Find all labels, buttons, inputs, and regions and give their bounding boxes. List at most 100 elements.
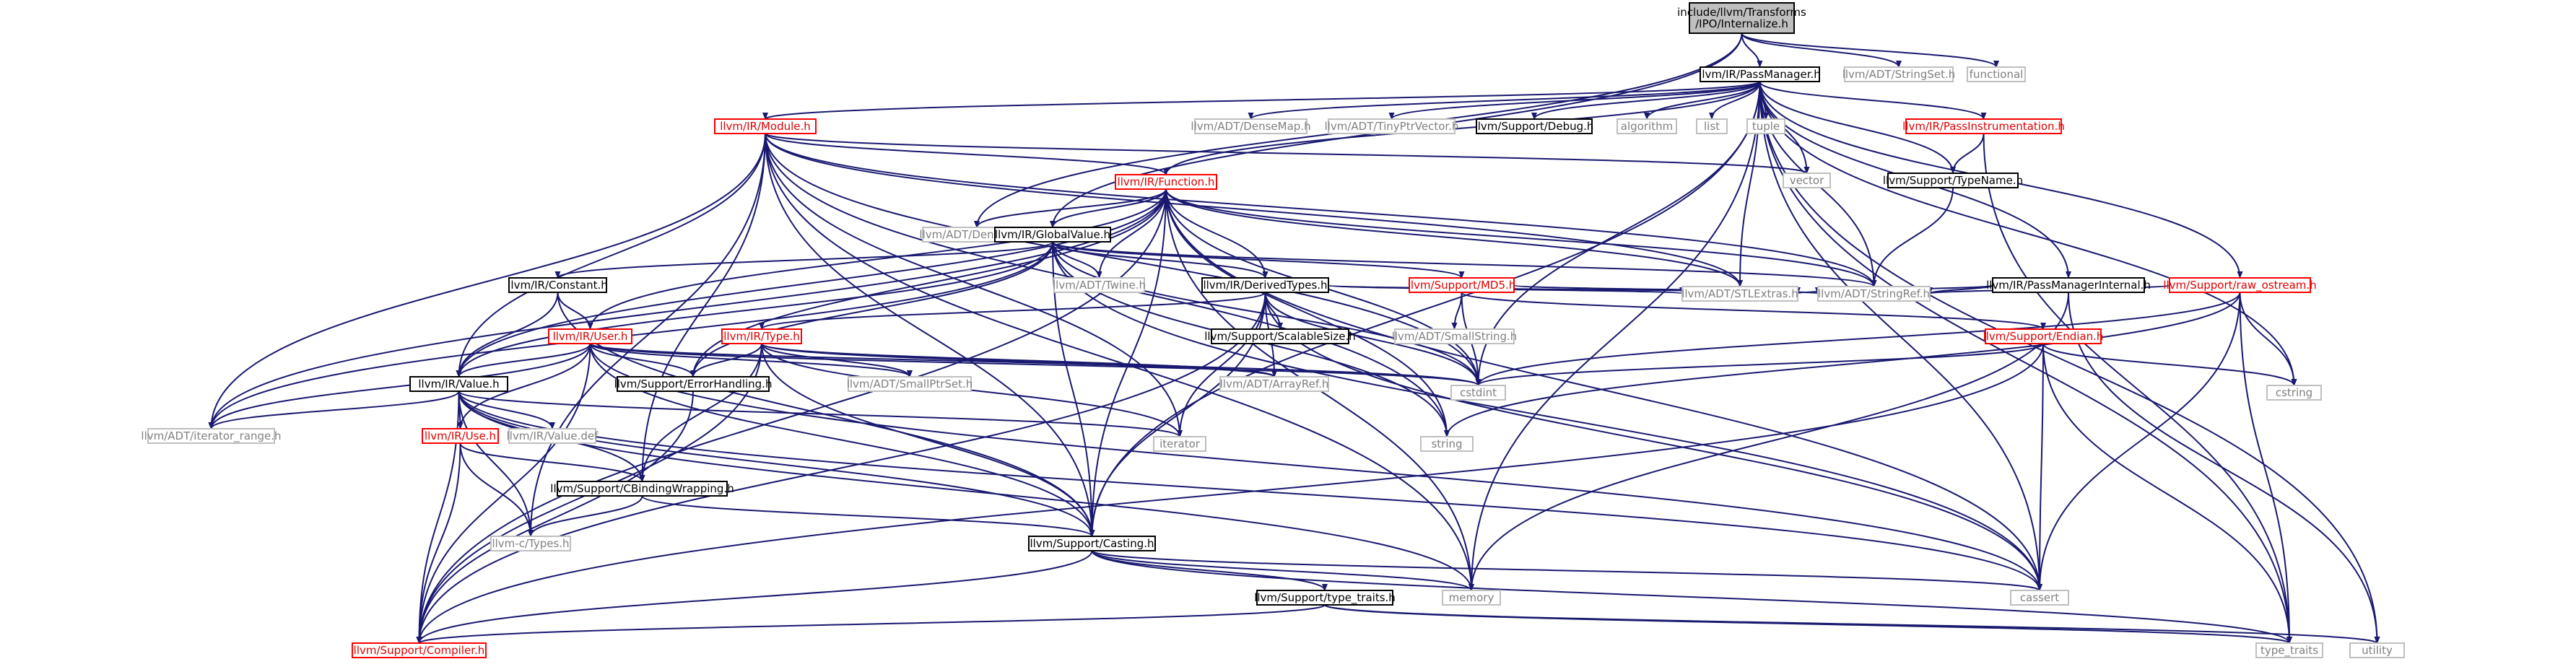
- edge-function-to-globalvalue: [1050, 188, 1167, 228]
- node-box-vector: [1783, 173, 1831, 188]
- edge-passmanager-to-list: [1709, 81, 1761, 120]
- edge-value-to-iteratorrange: [208, 390, 460, 429]
- edge-casting-to-memory: [1091, 550, 1474, 591]
- node-compiler[interactable]: llvm/Support/Compiler.h: [352, 642, 487, 658]
- node-box-use: [422, 428, 499, 444]
- edge-cbinding-to-ctypes: [528, 495, 643, 537]
- node-pmi[interactable]: llvm/IR/PassManagerInternal.h: [1986, 277, 2151, 293]
- edge-passmanager-to-function: [1163, 81, 1761, 175]
- edge-globalvalue-to-cassert: [1052, 241, 2042, 591]
- node-box-compiler: [352, 642, 487, 658]
- node-md5[interactable]: llvm/Support/MD5.h: [1408, 277, 1516, 293]
- edge-root-to-stringset: [1741, 32, 1902, 68]
- node-typetraitsh[interactable]: llvm/Support/type_traits.h: [1254, 590, 1396, 606]
- node-user[interactable]: llvm/IR/User.h: [548, 328, 632, 344]
- edge-passmanager-to-cstring: [1759, 81, 2297, 386]
- node-functional: functional: [1967, 66, 2026, 82]
- node-cbinding[interactable]: llvm/Support/CBindingWrapping.h: [550, 481, 734, 497]
- node-label-passinstr: llvm/IR/PassInstrumentation.h: [1902, 120, 2065, 133]
- edge-user-to-compiler: [416, 343, 591, 644]
- node-box-type: [721, 328, 802, 344]
- node-box-list: [1696, 118, 1728, 134]
- edge-globalvalue-to-errorhandling: [690, 241, 1053, 378]
- node-label-stlextras: llvm/ADT/STLExtras.h: [1681, 287, 1798, 300]
- node-endian[interactable]: llvm/Support/Endian.h: [1983, 328, 2104, 344]
- node-label-list: list: [1704, 120, 1720, 133]
- node-label-cstring: cstring: [2276, 386, 2312, 399]
- edge-passmanager-to-tinyptrvector: [1388, 81, 1761, 120]
- edge-casting-to-compiler: [416, 550, 1093, 644]
- edge-passinstr-to-typename: [1950, 133, 1985, 174]
- edge-derivedtypes-to-iterator: [1177, 292, 1266, 437]
- edge-derivedtypes-to-type: [759, 292, 1266, 330]
- node-box-pmi: [1992, 277, 2145, 293]
- node-box-passinstr: [1905, 118, 2062, 134]
- edge-module-to-vector: [765, 133, 1810, 174]
- node-label-compiler: llvm/Support/Compiler.h: [354, 644, 485, 657]
- edge-type-to-casting: [761, 343, 1095, 537]
- node-cassert: cassert: [2010, 590, 2069, 606]
- edge-passmanager-to-debug: [1531, 81, 1761, 120]
- node-label-use: llvm/IR/Use.h: [425, 429, 496, 442]
- node-label-value: llvm/IR/Value.h: [418, 378, 499, 390]
- node-typetraits: type_traits: [2255, 642, 2323, 658]
- node-label-stringset: llvm/ADT/StringSet.h: [1842, 68, 1956, 81]
- edge-module-to-stlextras: [765, 133, 1743, 287]
- node-typename[interactable]: llvm/Support/TypeName.h: [1883, 173, 2023, 188]
- node-box-string: [1420, 436, 1474, 452]
- node-constant[interactable]: llvm/IR/Constant.h: [508, 277, 608, 293]
- edge-rawostream-to-cassert: [2037, 292, 2241, 591]
- node-globalvalue[interactable]: llvm/IR/GlobalValue.h: [994, 227, 1111, 243]
- edge-function-to-iteratorrange: [208, 188, 1167, 429]
- node-box-densemap: [1194, 118, 1307, 134]
- edge-md5-to-endian: [1461, 292, 2046, 330]
- node-label-utility: utility: [2362, 644, 2393, 657]
- node-passinstr[interactable]: llvm/IR/PassInstrumentation.h: [1902, 118, 2065, 134]
- edge-globalvalue-to-derivedtypes: [1052, 241, 1269, 279]
- node-passmanager[interactable]: llvm/IR/PassManager.h: [1699, 66, 1821, 82]
- node-errorhandling[interactable]: llvm/Support/ErrorHandling.h: [614, 376, 773, 392]
- node-type[interactable]: llvm/IR/Type.h: [721, 328, 802, 344]
- node-label-functional: functional: [1970, 68, 2024, 81]
- edge-type-to-smallptrset: [761, 343, 913, 378]
- node-use[interactable]: llvm/IR/Use.h: [422, 428, 499, 444]
- edge-function-to-stringref: [1165, 188, 1877, 287]
- edge-derivedtypes-to-cassert: [1264, 292, 2042, 591]
- node-label-cstdint: cstdint: [1460, 386, 1497, 399]
- node-box-arrayref: [1219, 376, 1329, 392]
- node-box-typename: [1887, 173, 2019, 188]
- edge-value-to-iterator: [458, 390, 1183, 437]
- node-rawostream[interactable]: llvm/Support/raw_ostream.h: [2163, 277, 2317, 293]
- edge-module-to-casting: [765, 133, 1095, 537]
- node-valuedef: llvm/IR/Value.def: [507, 428, 599, 444]
- node-root[interactable]: include/llvm/Transforms/IPO/Internalize.…: [1677, 2, 1806, 34]
- node-box-root: [1689, 2, 1795, 34]
- edge-cbinding-to-casting: [641, 495, 1095, 537]
- node-smallptrset: llvm/ADT/SmallPtrSet.h: [847, 376, 972, 392]
- node-label-arrayref: llvm/ADT/ArrayRef.h: [1220, 378, 1329, 390]
- node-label-ctypes: llvm-c/Types.h: [492, 537, 569, 550]
- node-debug[interactable]: llvm/Support/Debug.h: [1475, 118, 1594, 134]
- node-label-tinyptrvector: llvm/ADT/TinyPtrVector.h: [1325, 120, 1459, 133]
- node-label-constant: llvm/IR/Constant.h: [508, 279, 608, 292]
- node-function[interactable]: llvm/IR/Function.h: [1115, 174, 1217, 190]
- edge-typetraitsh-to-typetraits: [1324, 604, 2292, 644]
- node-derivedtypes[interactable]: llvm/IR/DerivedTypes.h: [1201, 277, 1329, 293]
- edge-globalvalue-to-casting: [1052, 241, 1095, 537]
- node-vector: vector: [1783, 173, 1831, 188]
- node-scalablesize[interactable]: llvm/Support/ScalableSize.h: [1204, 328, 1356, 344]
- node-iterator: iterator: [1153, 436, 1206, 452]
- node-module[interactable]: llvm/IR/Module.h: [714, 118, 817, 134]
- node-box-derivedtypes: [1201, 277, 1329, 293]
- edge-value-to-ctypes: [458, 390, 534, 537]
- node-casting[interactable]: llvm/Support/Casting.h: [1028, 536, 1156, 551]
- node-iteratorrange: llvm/ADT/iterator_range.h: [141, 428, 282, 444]
- edge-module-to-stringref: [765, 133, 1877, 287]
- node-label-stringref: llvm/ADT/StringRef.h: [1818, 287, 1930, 300]
- node-box-stlextras: [1681, 286, 1798, 302]
- node-value[interactable]: llvm/IR/Value.h: [409, 376, 508, 392]
- node-label-md5: llvm/Support/MD5.h: [1408, 279, 1516, 292]
- node-label-rawostream: llvm/Support/raw_ostream.h: [2163, 279, 2316, 292]
- edge-passmanager-to-algorithm: [1644, 81, 1761, 120]
- edge-derivedtypes-to-compiler: [416, 292, 1266, 644]
